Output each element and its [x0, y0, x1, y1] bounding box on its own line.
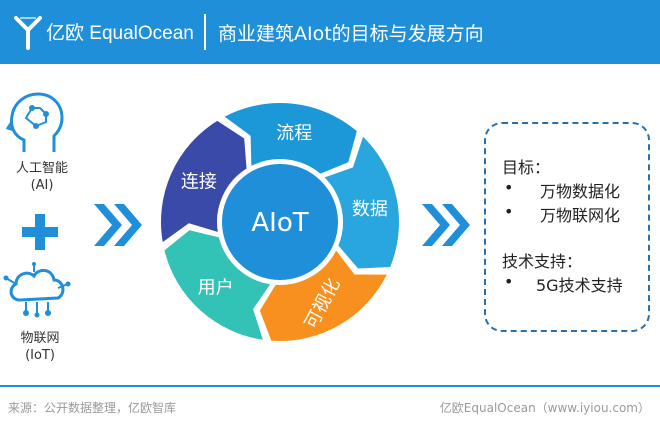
segment-connection: [159, 118, 249, 246]
segment-connection-label: 连接: [181, 172, 217, 193]
tech-bullet-1: •: [504, 272, 514, 291]
segment-data-label: 数据: [352, 199, 388, 220]
segment-user-label: 用户: [198, 277, 234, 298]
ai-label: 人工智能 (AI): [2, 160, 82, 194]
tech-item-1: 5G技术支持: [536, 276, 623, 295]
footer-credit: 亿欧EqualOcean（www.iyiou.com）: [439, 401, 650, 415]
brand-name: 亿欧 EqualOcean: [46, 23, 194, 44]
iot-label: 物联网 (IoT): [0, 330, 80, 364]
ai-head-icon: [6, 92, 64, 152]
goal-bullet-1: •: [504, 178, 514, 197]
center-label: AIoT: [251, 208, 308, 238]
tech-heading: 技术支持：: [502, 252, 583, 271]
segment-data: [320, 133, 401, 271]
segment-process-label: 流程: [276, 123, 312, 144]
goal-item-2: 万物联网化: [540, 206, 621, 225]
goals-box: 目标： • 万物数据化 • 万物联网化 技术支持： • 5G技术支持: [484, 122, 650, 332]
center-circle: [222, 164, 338, 280]
page-title: 商业建筑AIot的目标与发展方向: [218, 23, 484, 45]
iot-label-line1: 物联网: [20, 331, 60, 346]
ai-label-line1: 人工智能: [15, 161, 68, 176]
goal-bullet-2: •: [504, 202, 514, 221]
chevron-right-icon-right: [422, 204, 470, 246]
equalocean-logo-icon: [14, 16, 42, 50]
segment-visualization: [257, 246, 390, 343]
plus-icon: [22, 214, 58, 250]
header-bar: 亿欧 EqualOcean 商业建筑AIot的目标与发展方向: [0, 0, 660, 64]
footer-divider: [0, 385, 660, 387]
goal-item-1: 万物数据化: [540, 182, 621, 201]
ai-label-line2: (AI): [30, 178, 54, 193]
chevron-right-icon-left: [94, 204, 142, 246]
iot-cloud-icon: [3, 262, 71, 318]
header-divider: [204, 14, 206, 50]
source-note: 来源：公开数据整理，亿欧智库: [8, 401, 177, 415]
segment-user: [162, 228, 274, 343]
segment-process: [220, 101, 360, 177]
goals-heading: 目标：: [502, 158, 551, 177]
iot-label-line2: (IoT): [25, 348, 55, 363]
